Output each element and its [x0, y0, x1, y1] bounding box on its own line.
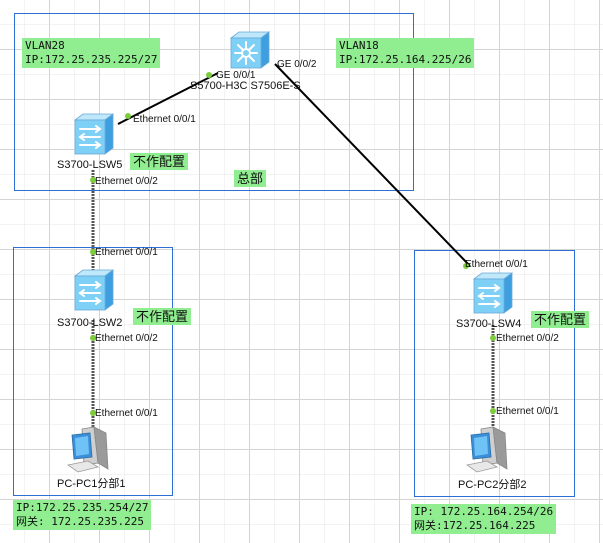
pc2-computer-icon[interactable] — [463, 425, 523, 480]
hq-left-vlan-info: VLAN28 IP:172.25.235.225/27 — [22, 38, 161, 68]
core-switch-name: S5700-H3C S7506E-S — [190, 80, 301, 92]
hq-vlan-right: VLAN18 — [339, 39, 379, 52]
lsw5-port-up-label: Ethernet 0/0/1 — [133, 114, 196, 125]
branch1-ip-info: IP:172.25.235.254/27 网关: 172.25.235.225 — [13, 500, 152, 530]
branch1-ip: IP:172.25.235.254/27 — [16, 501, 149, 514]
port-dot — [206, 72, 212, 78]
port-dot — [90, 410, 96, 416]
lsw4-switch-name: S3700-LSW4 — [456, 318, 522, 330]
branch1-gateway: 网关: 172.25.235.225 — [16, 515, 144, 528]
lsw5-note-badge: 不作配置 — [130, 153, 189, 170]
lsw5-switch-name: S3700-LSW5 — [57, 159, 123, 171]
pc1-computer-icon[interactable] — [64, 425, 124, 480]
branch1-area — [13, 247, 173, 496]
lsw5-port-down-label: Ethernet 0/0/2 — [95, 176, 158, 187]
core-switch-icon[interactable] — [227, 30, 271, 75]
port-dot — [490, 408, 496, 414]
link-core-lsw4 — [274, 63, 471, 267]
pc1-name: PC-PC1分部1 — [57, 478, 126, 490]
hq-ip-left: IP:172.25.235.225/27 — [25, 53, 158, 66]
hq-vlan-left: VLAN28 — [25, 39, 65, 52]
branch2-area — [414, 250, 575, 497]
lsw4-note-badge: 不作配置 — [531, 311, 590, 328]
lsw2-note-badge: 不作配置 — [133, 308, 192, 325]
branch2-gateway: 网关:172.25.164.225 — [414, 519, 536, 532]
lsw2-switch-icon[interactable] — [71, 268, 117, 317]
branch2-ip-info: IP: 172.25.164.254/26 网关:172.25.164.225 — [411, 504, 557, 534]
pc2-port-label: Ethernet 0/0/1 — [496, 406, 559, 417]
port-dot — [125, 113, 131, 119]
port-dot — [463, 263, 469, 269]
core-port-b-label: GE 0/0/2 — [277, 59, 317, 70]
hq-area-label: 总部 — [234, 170, 267, 187]
port-dot — [90, 249, 96, 255]
lsw4-port-up-label: Ethernet 0/0/1 — [465, 259, 528, 270]
pc1-port-label: Ethernet 0/0/1 — [95, 408, 158, 419]
lsw2-switch-name: S3700-LSW2 — [57, 317, 123, 329]
hq-ip-right: IP:172.25.164.225/26 — [339, 53, 472, 66]
lsw5-switch-icon[interactable] — [71, 112, 117, 161]
lsw4-switch-icon[interactable] — [470, 271, 516, 320]
port-dot — [90, 177, 96, 183]
lsw2-port-up-label: Ethernet 0/0/1 — [95, 247, 158, 258]
lsw2-port-down-label: Ethernet 0/0/2 — [95, 333, 158, 344]
port-dot — [490, 335, 496, 341]
link-core-lsw5 — [117, 72, 219, 125]
hq-right-vlan-info: VLAN18 IP:172.25.164.225/26 — [336, 38, 475, 68]
port-dot — [90, 335, 96, 341]
pc2-name: PC-PC2分部2 — [458, 479, 527, 491]
core-port-a-label: GE 0/0/1 — [216, 70, 256, 81]
branch2-ip: IP: 172.25.164.254/26 — [414, 505, 554, 518]
lsw4-port-down-label: Ethernet 0/0/2 — [496, 333, 559, 344]
hq-area — [14, 13, 414, 191]
